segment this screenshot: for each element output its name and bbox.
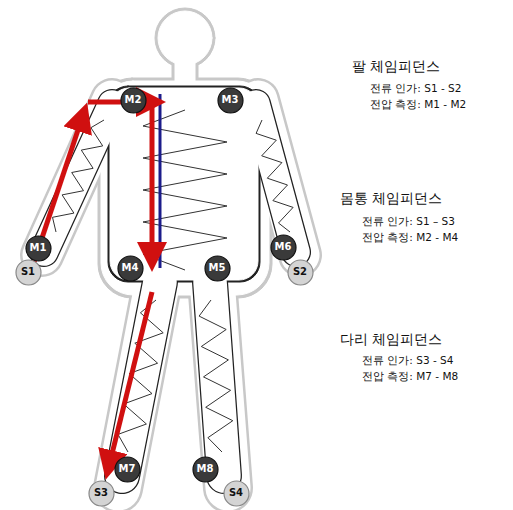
body-model-fill xyxy=(44,88,296,476)
electrode: M2 xyxy=(120,87,147,114)
voltage-line xyxy=(159,94,162,268)
electrode-label: M1 xyxy=(30,243,47,253)
silhouette xyxy=(42,8,300,488)
coil xyxy=(118,300,163,452)
coil xyxy=(256,120,293,232)
electrode-label: S2 xyxy=(293,267,307,277)
electrode-label: S1 xyxy=(21,267,35,277)
electrode: S1 xyxy=(15,259,42,286)
electrode: M6 xyxy=(270,234,297,261)
measurement-note: 전류 인가: S1 - S2 xyxy=(370,82,461,96)
impedance-coils xyxy=(53,110,294,452)
measurement-note: 전압 측정: M2 - M4 xyxy=(362,231,458,245)
electrode-label: M2 xyxy=(125,95,142,105)
electrode: M7 xyxy=(114,456,141,483)
electrode-label: M3 xyxy=(222,95,239,105)
electrode: M5 xyxy=(204,255,231,282)
electrode-label: S4 xyxy=(229,488,243,498)
electrode: M3 xyxy=(217,87,244,114)
measurement-note: 전류 인가: S3 - S4 xyxy=(362,354,453,368)
measurement-note: 전압 측정: M7 - M8 xyxy=(362,370,458,384)
electrode: M8 xyxy=(192,456,219,483)
electrode: S4 xyxy=(223,480,250,507)
coil xyxy=(143,110,227,270)
silhouette-fill xyxy=(42,11,300,488)
body-model-outline xyxy=(44,86,296,476)
electrode-label: M5 xyxy=(209,263,226,273)
section-heading: 몸통 체임피던스 xyxy=(340,190,442,208)
current-arrows xyxy=(34,102,156,470)
measurement-note: 전압 측정: M1 - M2 xyxy=(370,98,466,112)
section-heading: 팔 체임피던스 xyxy=(352,58,440,76)
electrode: S2 xyxy=(287,259,314,286)
electrode-label: M4 xyxy=(122,263,139,273)
measurement-note: 전류 인가: S1 – S3 xyxy=(362,215,455,229)
electrode: S3 xyxy=(88,480,115,507)
electrode: M1 xyxy=(25,235,52,262)
section-heading: 다리 체임피던스 xyxy=(340,331,442,349)
electrode: M4 xyxy=(117,255,144,282)
electrode-label: M8 xyxy=(197,464,214,474)
electrode-label: S3 xyxy=(94,488,108,498)
electrode-label: M6 xyxy=(275,242,292,252)
electrode-label: M7 xyxy=(119,464,136,474)
coil xyxy=(199,300,233,452)
